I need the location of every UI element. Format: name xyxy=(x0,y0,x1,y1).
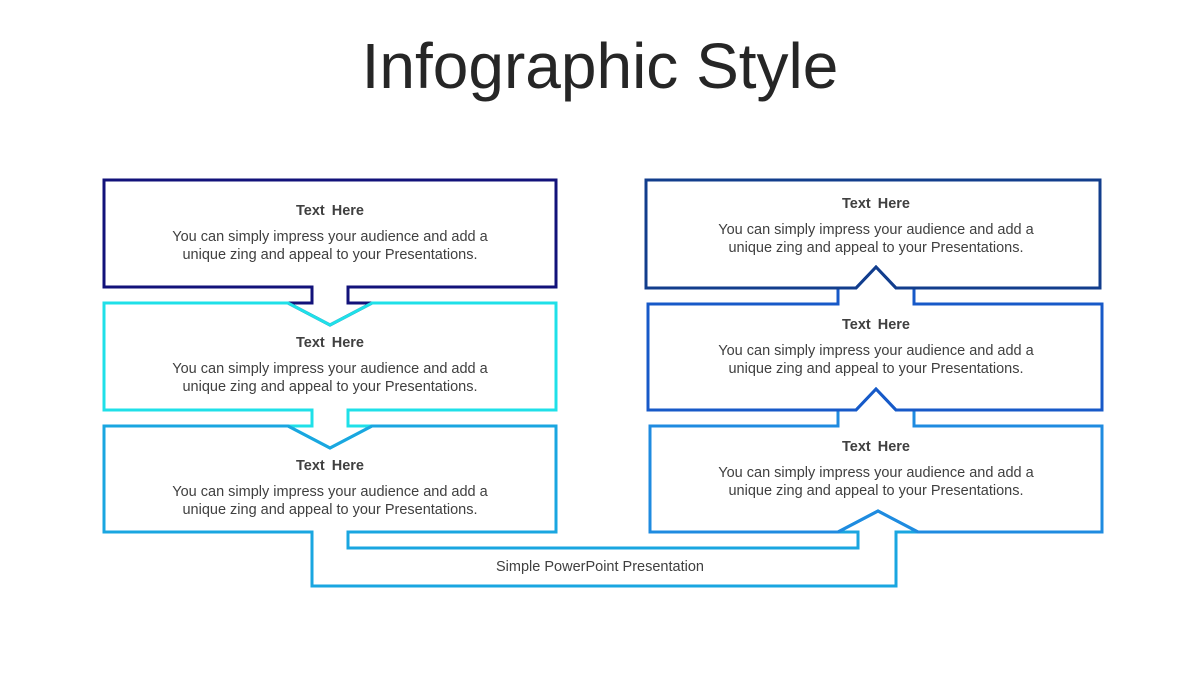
right-box-1-outline xyxy=(644,178,1102,290)
right-box-3-body-line1: You can simply impress your audience and… xyxy=(718,465,1034,481)
connector-caption: Simple PowerPoint Presentation xyxy=(496,559,704,575)
left-box-3-outline xyxy=(102,424,919,588)
right-box-3-heading: Text Here xyxy=(841,439,910,455)
left-box-3-text: Text Here You can simply impress your au… xyxy=(130,458,530,519)
right-box-2-body-line2: unique zing and appeal to your Presentat… xyxy=(728,361,1024,377)
left-box-1-text: Text Here You can simply impress your au… xyxy=(130,203,530,264)
right-box-1-body-line2: unique zing and appeal to your Presentat… xyxy=(728,240,1024,256)
right-box-2-body-line1: You can simply impress your audience and… xyxy=(718,343,1034,359)
right-box-2-heading: Text Here xyxy=(841,317,910,333)
right-box-3-text: Text Here You can simply impress your au… xyxy=(676,439,1076,500)
left-box-2-body-line2: unique zing and appeal to your Presentat… xyxy=(182,379,478,395)
right-box-1-heading: Text Here xyxy=(841,196,910,212)
left-box-2-heading: Text Here xyxy=(295,335,364,351)
slide-title: Infographic Style xyxy=(361,30,839,102)
left-box-2-body-line1: You can simply impress your audience and… xyxy=(172,361,488,377)
left-box-1-heading: Text Here xyxy=(295,203,364,219)
left-box-1-body-line1: You can simply impress your audience and… xyxy=(172,229,488,245)
right-box-3-body-line2: unique zing and appeal to your Presentat… xyxy=(728,483,1024,499)
left-box-2-outline xyxy=(102,301,558,450)
left-box-3-heading: Text Here xyxy=(295,458,364,474)
right-box-2-text: Text Here You can simply impress your au… xyxy=(676,317,1076,378)
left-box-2-text: Text Here You can simply impress your au… xyxy=(130,335,530,396)
left-box-1-body-line2: unique zing and appeal to your Presentat… xyxy=(182,247,478,263)
right-box-1-body-line1: You can simply impress your audience and… xyxy=(718,222,1034,238)
right-box-1-text: Text Here You can simply impress your au… xyxy=(676,196,1076,257)
left-box-3-body-line2: unique zing and appeal to your Presentat… xyxy=(182,502,478,518)
left-box-3-body-line1: You can simply impress your audience and… xyxy=(172,484,488,500)
